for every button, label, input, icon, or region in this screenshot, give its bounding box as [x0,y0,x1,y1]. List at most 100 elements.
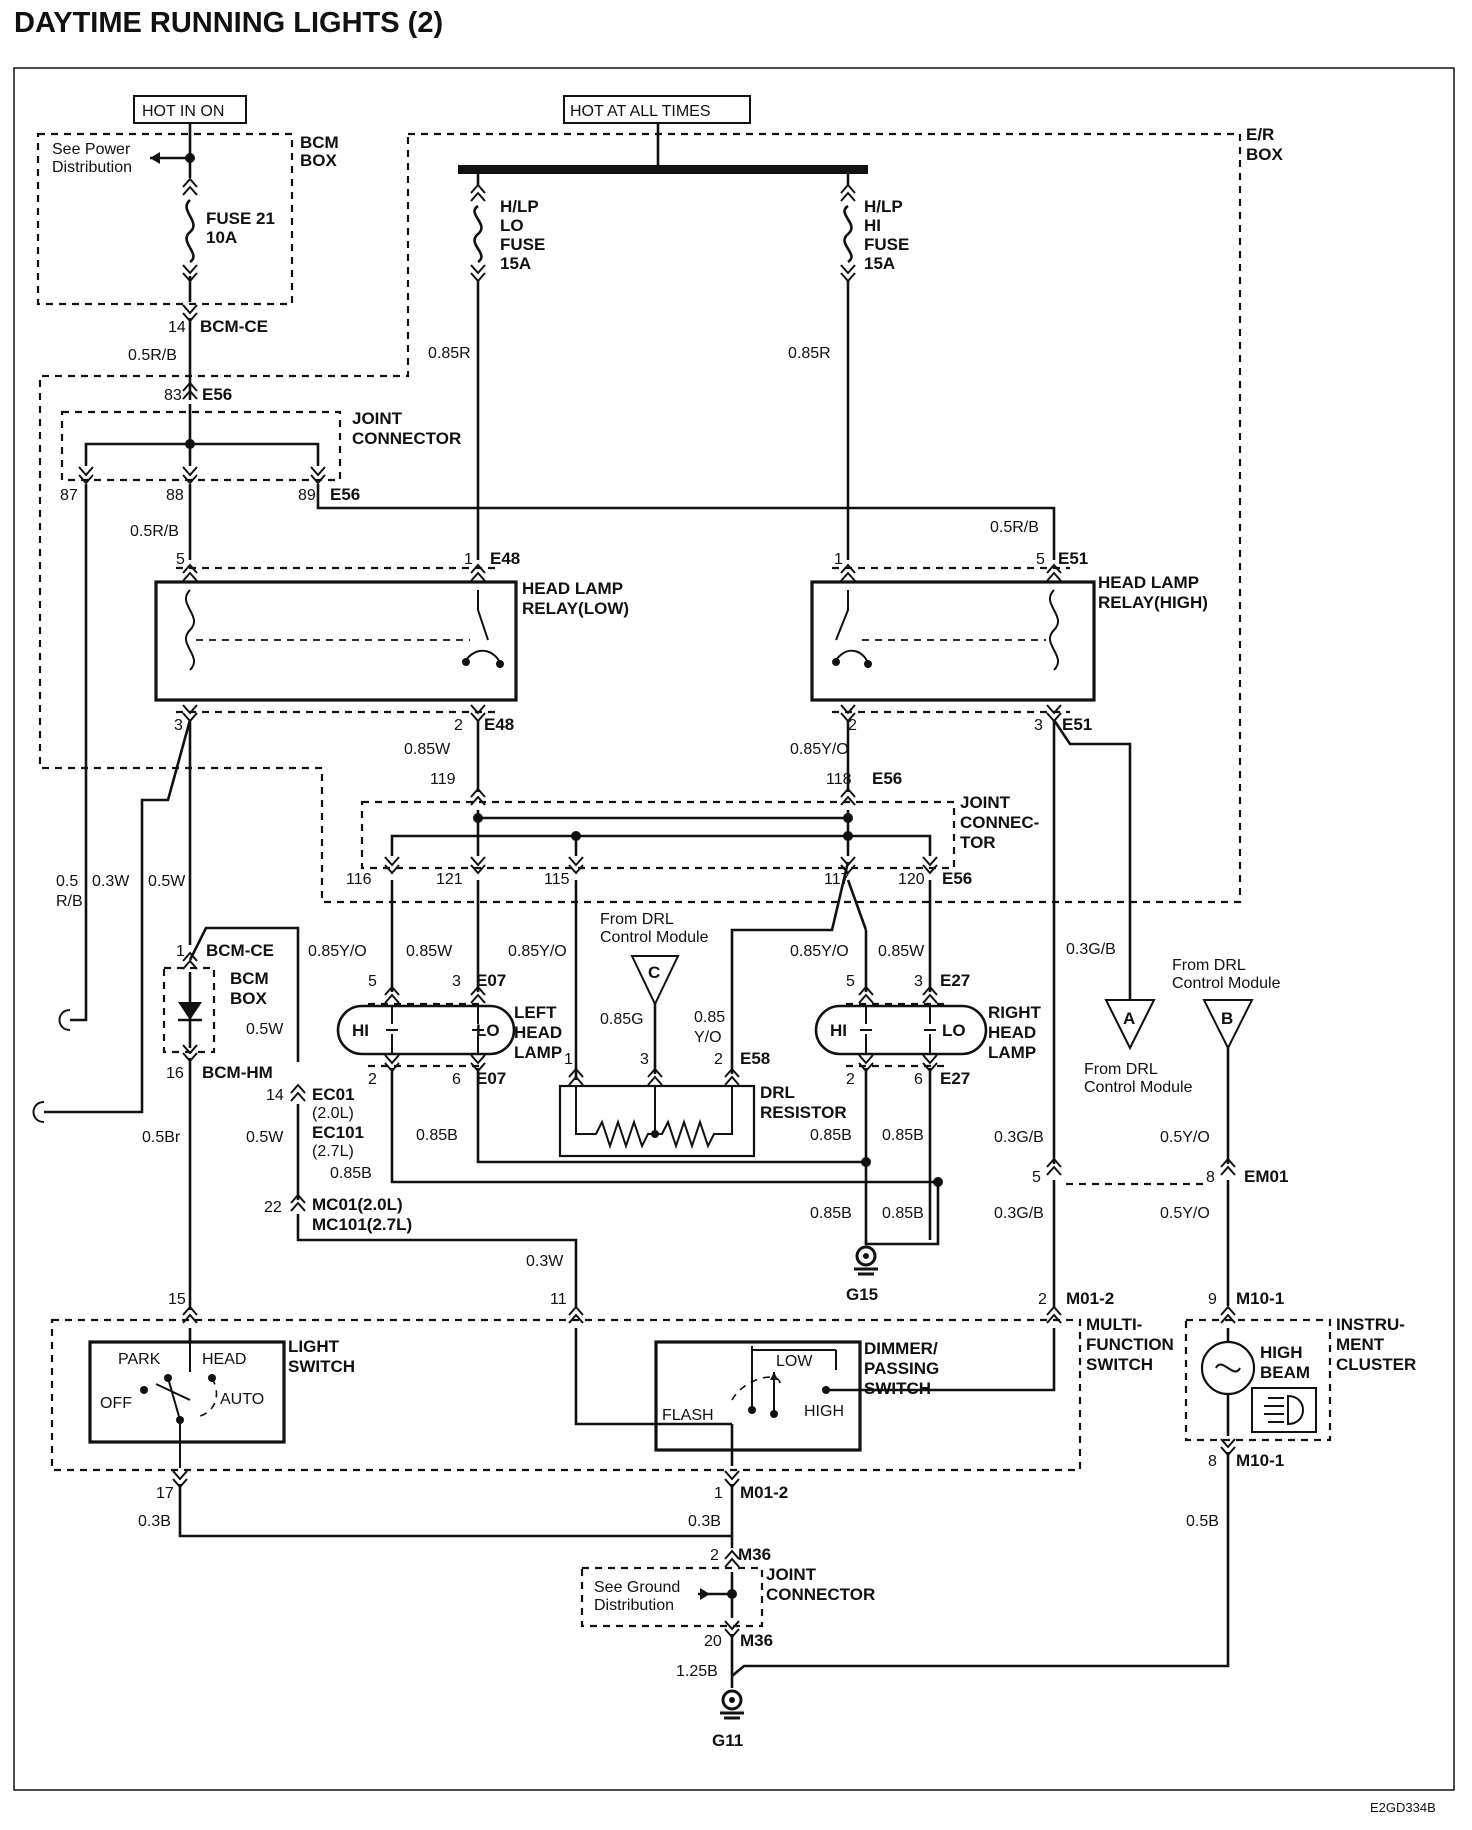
svg-text:MENT: MENT [1336,1335,1385,1354]
svg-text:0.85Y/O: 0.85Y/O [308,943,367,960]
svg-text:8: 8 [1206,1169,1215,1186]
svg-text:HI: HI [352,1021,369,1040]
svg-text:EM01: EM01 [1244,1167,1288,1186]
svg-text:0.3B: 0.3B [138,1513,171,1530]
svg-text:0.5W: 0.5W [246,1021,284,1038]
svg-text:118: 118 [826,771,852,788]
svg-text:PASSING: PASSING [864,1359,939,1378]
svg-text:HOT IN ON: HOT IN ON [142,103,224,120]
svg-text:LAMP: LAMP [514,1043,562,1062]
hot-at-all-times-label: HOT AT ALL TIMES [563,95,751,124]
bcm-box-diode: BCM BOX [162,966,269,1054]
svg-text:Control Module: Control Module [600,929,709,946]
svg-text:120: 120 [898,871,925,888]
svg-text:E51: E51 [1062,715,1092,734]
svg-text:0.85W: 0.85W [404,741,451,758]
svg-text:0.5R/B: 0.5R/B [990,519,1039,536]
svg-text:0.3G/B: 0.3G/B [1066,941,1116,958]
see-power-distribution: See Power Distribution [52,141,132,176]
svg-text:FUSE: FUSE [864,235,909,254]
svg-text:0.85R: 0.85R [428,345,471,362]
svg-text:0.3G/B: 0.3G/B [994,1205,1044,1222]
svg-text:0.85R: 0.85R [788,345,831,362]
svg-text:0.85W: 0.85W [878,943,925,960]
svg-text:83: 83 [164,387,182,404]
svg-text:MULTI-: MULTI- [1086,1315,1142,1334]
svg-text:E58: E58 [740,1049,770,1068]
svg-text:88: 88 [166,487,184,504]
right-head-lamp: HI LO RIGHT HEAD LAMP [814,1002,1042,1068]
svg-text:0.85Y/O: 0.85Y/O [790,943,849,960]
svg-text:6: 6 [914,1071,923,1088]
svg-text:HOT AT ALL TIMES: HOT AT ALL TIMES [570,103,711,120]
svg-text:0.5W: 0.5W [148,873,186,890]
from-drl-marker-b: From DRL Control Module B [1172,957,1281,1051]
svg-text:LO: LO [476,1021,500,1040]
svg-text:CONNECTOR: CONNECTOR [352,429,461,448]
svg-text:0.5B: 0.5B [1186,1513,1219,1530]
svg-text:1: 1 [464,551,473,568]
svg-text:LO: LO [500,216,524,235]
svg-text:HI: HI [864,216,881,235]
hot-in-on-label: HOT IN ON [133,95,247,124]
svg-text:LO: LO [942,1021,966,1040]
svg-text:17: 17 [156,1485,174,1502]
svg-text:FLASH: FLASH [662,1407,714,1424]
svg-text:2: 2 [1038,1291,1047,1308]
svg-text:E27: E27 [940,1069,970,1088]
svg-text:0.85G: 0.85G [600,1011,644,1028]
svg-text:A: A [1123,1009,1135,1028]
svg-text:CONNEC-: CONNEC- [960,813,1039,832]
svg-text:1.25B: 1.25B [676,1663,718,1680]
svg-text:M36: M36 [738,1545,771,1564]
instrument-cluster: INSTRU- MENT CLUSTER HIGH BEAM [1184,1315,1416,1442]
svg-text:E56: E56 [330,485,360,504]
svg-text:See Power: See Power [52,141,131,158]
head-lamp-relay-high: HEAD LAMP RELAY(HIGH) [810,566,1208,714]
svg-text:HEAD LAMP: HEAD LAMP [1098,573,1199,592]
svg-text:CLUSTER: CLUSTER [1336,1355,1416,1374]
svg-text:SWITCH: SWITCH [864,1379,931,1398]
svg-text:JOINT: JOINT [766,1565,817,1584]
svg-text:E56: E56 [942,869,972,888]
svg-text:14: 14 [168,319,186,336]
light-switch: LIGHT SWITCH PARK HEAD OFF AUTO [88,1328,355,1468]
svg-text:0.85B: 0.85B [810,1205,852,1222]
svg-text:0.85W: 0.85W [406,943,453,960]
left-head-lamp: HI LO LEFT HEAD LAMP [336,1002,562,1068]
svg-text:0.3W: 0.3W [92,873,130,890]
svg-text:0.5W: 0.5W [246,1129,284,1146]
svg-text:3: 3 [1034,717,1043,734]
svg-text:G15: G15 [846,1285,878,1304]
svg-text:8: 8 [1208,1453,1217,1470]
svg-text:BOX: BOX [1246,145,1284,164]
drawing-code: E2GD334B [1370,1800,1436,1815]
svg-text:11: 11 [550,1291,567,1308]
svg-text:E/R: E/R [1246,125,1274,144]
svg-text:0.3G/B: 0.3G/B [994,1129,1044,1146]
svg-text:0.5R/B: 0.5R/B [128,347,177,364]
svg-text:5: 5 [176,551,185,568]
joint-connector-mid: JOINT CONNEC- TOR [360,793,1039,870]
svg-text:121: 121 [436,871,463,888]
svg-text:0.85Y/O: 0.85Y/O [790,741,849,758]
svg-text:INSTRU-: INSTRU- [1336,1315,1405,1334]
svg-text:RELAY(HIGH): RELAY(HIGH) [1098,593,1208,612]
svg-text:BCM: BCM [300,133,339,152]
svg-text:BCM-CE: BCM-CE [200,317,268,336]
svg-text:From DRL: From DRL [1172,957,1246,974]
svg-text:FUSE 21: FUSE 21 [206,209,275,228]
svg-text:RIGHT: RIGHT [988,1003,1042,1022]
svg-text:MC01(2.0L): MC01(2.0L) [312,1195,403,1214]
svg-text:3: 3 [174,717,183,734]
svg-text:0.3B: 0.3B [688,1513,721,1530]
svg-text:SWITCH: SWITCH [1086,1355,1153,1374]
diagram-frame [13,67,1455,1791]
joint-connector-top: JOINT CONNECTOR [60,409,461,482]
power-bus-bar [458,165,868,174]
svg-text:BCM: BCM [230,969,269,988]
hlp-lo-fuse: H/LP LO FUSE 15A [470,174,545,282]
svg-text:E07: E07 [476,971,506,990]
svg-text:HEAD: HEAD [988,1023,1036,1042]
svg-text:0.5Br: 0.5Br [142,1129,181,1146]
